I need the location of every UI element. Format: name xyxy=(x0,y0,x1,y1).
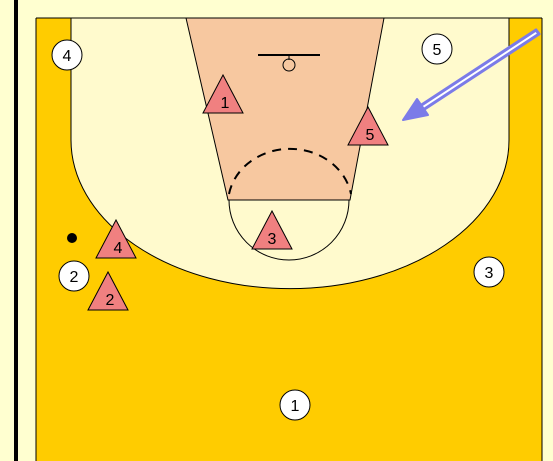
offense-player-1-label: 1 xyxy=(291,398,300,415)
defense-player-2-label: 2 xyxy=(106,292,115,309)
offense-player-3: 3 xyxy=(473,256,505,288)
offense-player-4: 4 xyxy=(51,39,83,71)
defense-player-5-label: 5 xyxy=(366,127,375,144)
offense-player-2: 2 xyxy=(58,260,90,292)
hoop xyxy=(282,58,296,72)
left-border-line xyxy=(14,0,18,461)
offense-player-3-label: 3 xyxy=(485,265,494,282)
offense-player-2-label: 2 xyxy=(70,269,79,286)
offense-player-1: 1 xyxy=(279,389,311,421)
offense-player-5: 5 xyxy=(421,33,453,65)
defense-player-2: 2 xyxy=(87,270,129,311)
defense-player-4-label: 4 xyxy=(114,240,123,257)
defense-player-4: 4 xyxy=(95,218,137,259)
free-throw-circle-dashed xyxy=(228,147,352,195)
offense-player-4-label: 4 xyxy=(63,48,72,65)
ball xyxy=(67,233,77,243)
defense-player-3-label: 3 xyxy=(268,231,277,248)
offense-player-5-label: 5 xyxy=(433,42,442,59)
defense-player-1: 1 xyxy=(202,73,244,114)
defense-player-5: 5 xyxy=(347,105,389,146)
pass-arrow-icon xyxy=(402,28,541,121)
defense-player-3: 3 xyxy=(251,209,293,250)
defense-player-1-label: 1 xyxy=(221,95,230,112)
